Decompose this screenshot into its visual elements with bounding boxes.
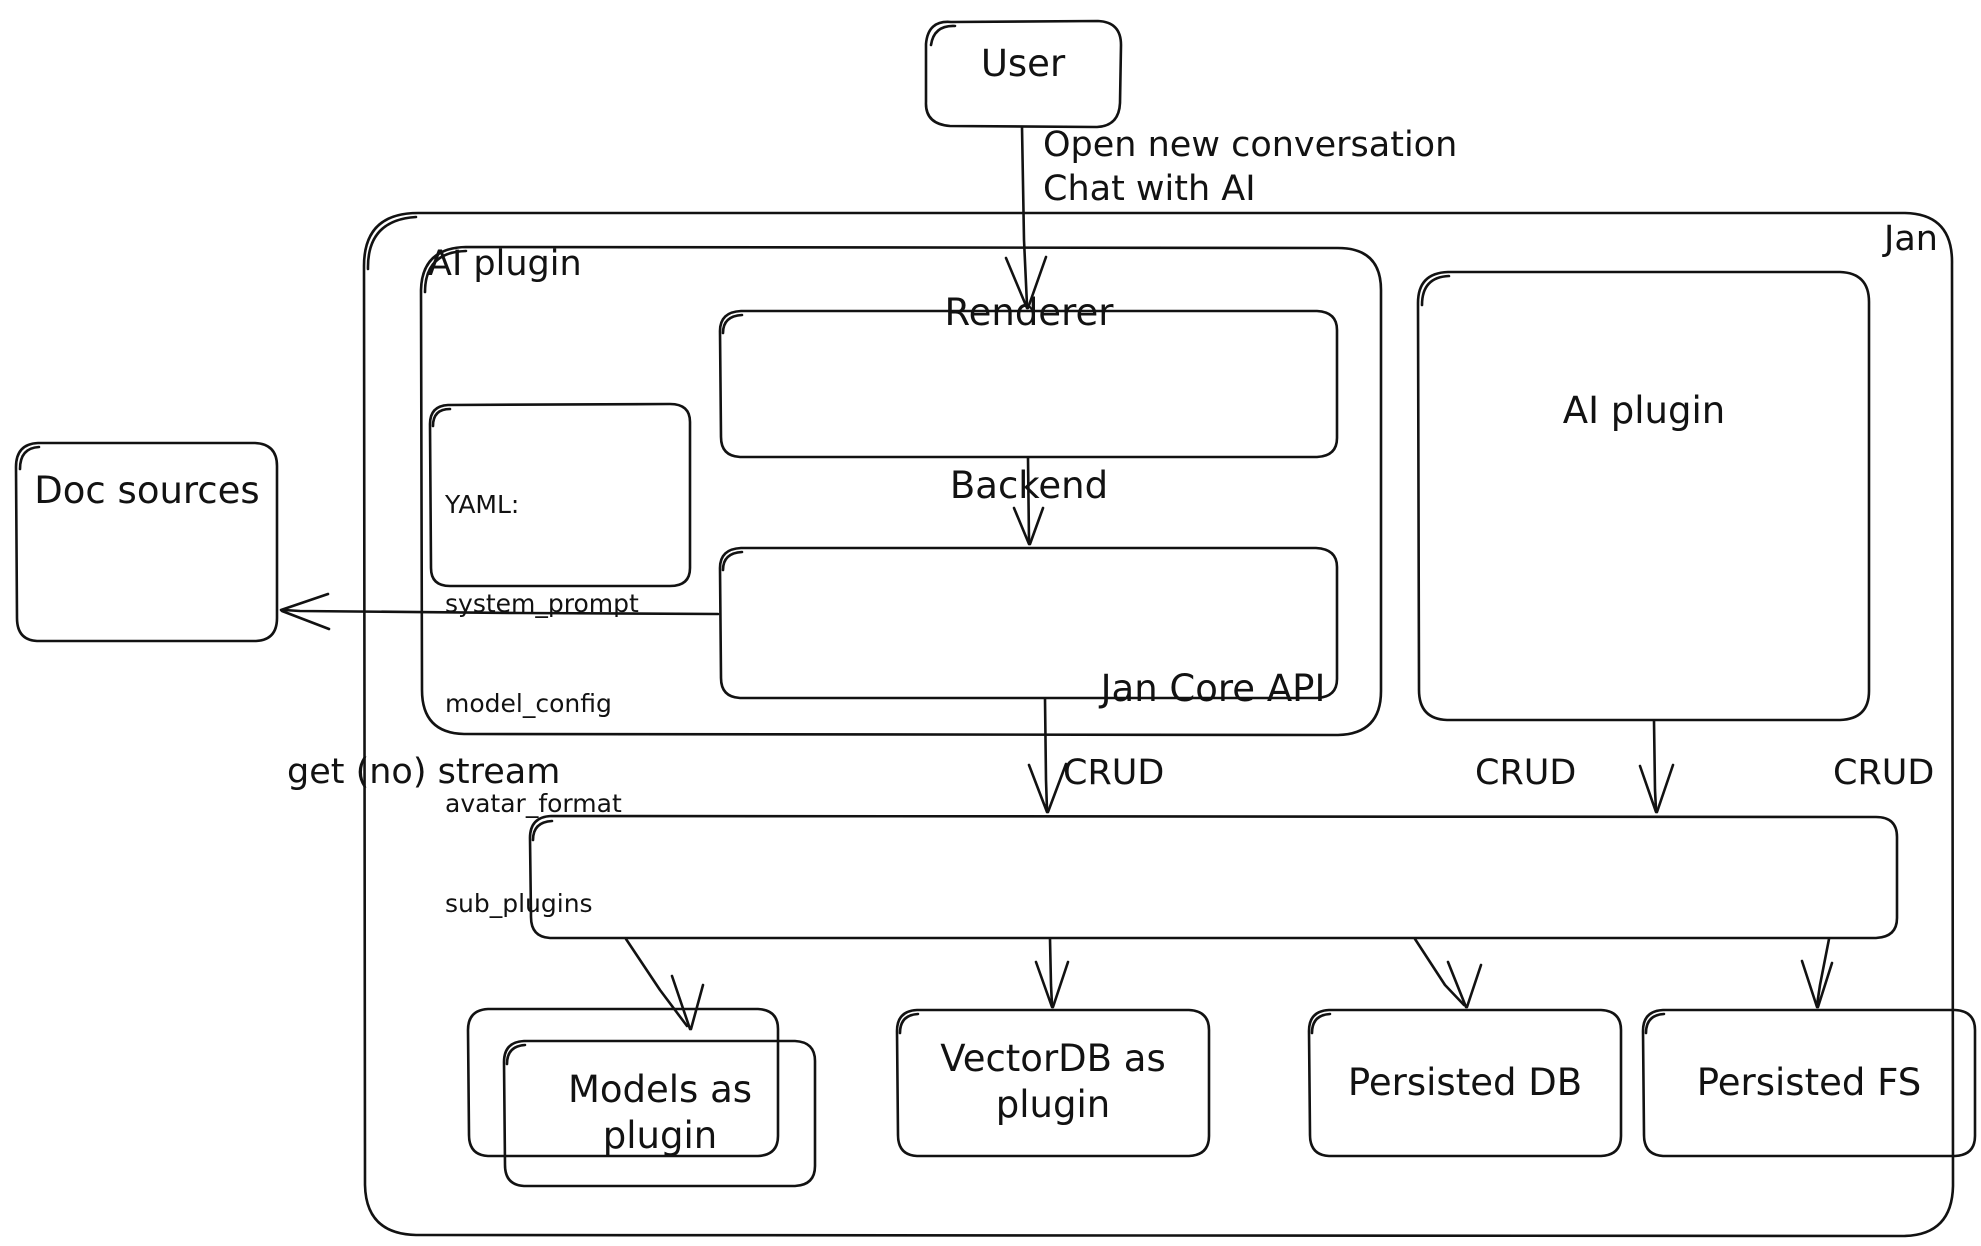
models-plugin-box-shape [502, 1039, 817, 1188]
arrow-backend-to-core [1027, 697, 1068, 814]
jan-container-shape [362, 211, 1955, 1238]
jan-container-label: Jan [1884, 219, 1938, 259]
arrow-renderer-to-backend [1012, 456, 1045, 546]
ai-plugin-group-shape [419, 245, 1383, 737]
ai-plugin-box-shape [1416, 270, 1871, 722]
renderer-box-shape [718, 309, 1339, 459]
doc-sources-node-label: Doc sources [34, 468, 260, 512]
arrow-core-to-models [624, 937, 705, 1031]
doc-sources-box-shape [14, 441, 279, 643]
persisted-fs-box-shape [1641, 1008, 1977, 1158]
yaml-key-avatar-format: avatar_format [445, 788, 622, 818]
arrow-core-to-persisted-db [1413, 937, 1483, 1009]
arrow-core-to-persisted-fs [1800, 937, 1834, 1009]
user-node-label: User [980, 41, 1066, 85]
yaml-box: YAML: system_prompt model_config avatar_… [445, 421, 639, 986]
models-plugin-back-box-shape [466, 1007, 780, 1158]
ai-plugin-node-label: AI plugin [1562, 388, 1726, 432]
user-box-shape [924, 19, 1123, 129]
vectordb-plugin-node-label: VectorDB as plugin [940, 1036, 1166, 1126]
yaml-key-model-config: model_config [445, 689, 612, 718]
arrow-backend-to-doc-sources [279, 592, 720, 631]
yaml-key-sub-plugins: sub_plugins [445, 888, 593, 918]
arrow-user-to-renderer [1004, 125, 1048, 310]
edge-label-crud-vectordb: CRUD [1063, 753, 1165, 793]
yaml-heading: YAML: [445, 489, 520, 519]
arrow-ai-plugin-to-core [1638, 719, 1675, 814]
ai-plugin-group-label: AI plugin [428, 244, 582, 284]
backend-node-label: Backend [949, 463, 1109, 507]
yaml-key-system-prompt: system_prompt [445, 589, 639, 619]
persisted-fs-node-label: Persisted FS [1696, 1060, 1922, 1104]
jan-core-api-node-label: Jan Core API [1100, 666, 1326, 710]
models-plugin-node-label: Models as plugin [567, 1067, 753, 1157]
vectordb-plugin-box-shape [895, 1008, 1211, 1158]
renderer-node-label: Renderer [944, 290, 1114, 334]
edge-label-open-conversation: Open new conversation Chat with AI [1043, 125, 1458, 209]
jan-core-api-box-shape [528, 814, 1899, 940]
edge-label-get-no-stream: get (no) stream [287, 752, 561, 792]
edge-label-crud-persisted-fs: CRUD [1833, 753, 1935, 793]
edge-label-crud-persisted-db: CRUD [1475, 753, 1577, 793]
arrow-core-to-vectordb [1034, 937, 1070, 1009]
persisted-db-box-shape [1307, 1008, 1623, 1158]
persisted-db-node-label: Persisted DB [1347, 1060, 1583, 1104]
yaml-box-shape [428, 402, 692, 588]
backend-box-shape [718, 546, 1339, 700]
